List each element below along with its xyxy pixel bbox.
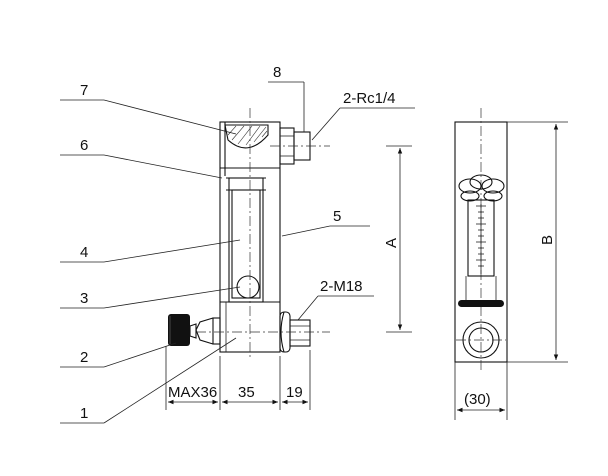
dimension-max36: MAX36 (168, 384, 217, 401)
dimension-30 (454, 362, 508, 420)
callout-7: 7 (80, 82, 88, 99)
front-view (168, 108, 330, 360)
valve-knob-2[interactable] (168, 314, 190, 346)
dimension-a-label: A (383, 238, 400, 248)
callout-8: 8 (273, 64, 281, 81)
side-view (454, 108, 508, 372)
dimension-30-label: (30) (464, 391, 491, 408)
callout-leaders (60, 81, 415, 424)
top-plug (224, 124, 269, 149)
callout-4: 4 (80, 244, 88, 261)
callout-3: 3 (80, 290, 88, 307)
scale-ticks (476, 205, 486, 267)
dimension-19: 19 (286, 384, 303, 401)
thread-label-outlet: 2-Rc1/4 (343, 90, 396, 107)
bottom-dimensions (165, 346, 311, 410)
scale-tube (467, 199, 495, 277)
valve-stem-housing (212, 317, 221, 345)
callout-6: 6 (80, 137, 88, 154)
side-gasket (458, 300, 504, 307)
callout-5: 5 (333, 208, 341, 225)
dimension-b-label: B (539, 235, 556, 245)
callout-1: 1 (80, 405, 88, 422)
float-ball-3 (236, 275, 260, 299)
dimension-b (507, 121, 568, 363)
inlet-fitting-m18 (289, 319, 311, 347)
dimension-35: 35 (238, 384, 255, 401)
dimension-a (386, 145, 412, 333)
callout-2: 2 (80, 349, 88, 366)
thread-label-inlet: 2-M18 (320, 278, 363, 295)
